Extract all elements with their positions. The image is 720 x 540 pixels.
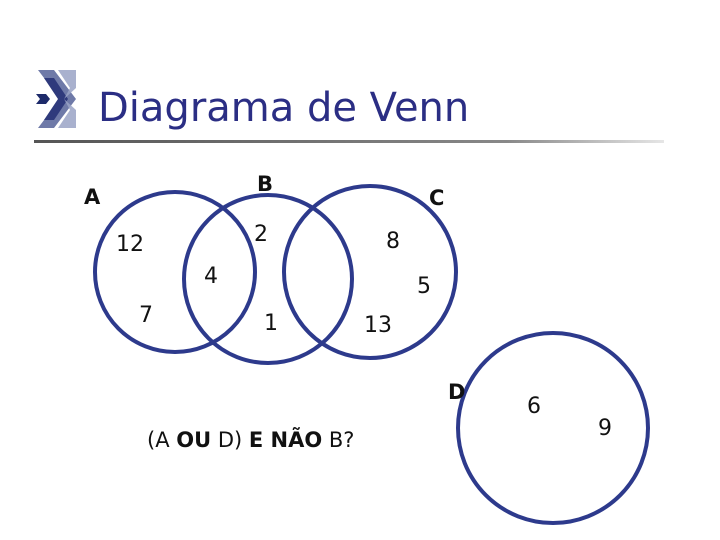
set-a-circle (93, 190, 257, 354)
question-part-1: (A (147, 428, 177, 452)
slide-title: Diagrama de Venn (98, 85, 470, 131)
value-c-only-top: 8 (386, 229, 400, 254)
question-operator-and-not: E NÃO (248, 428, 323, 452)
set-b-circle (182, 193, 354, 365)
slide-logo-icon (36, 70, 76, 128)
set-a-label: A (84, 185, 101, 209)
title-divider (34, 140, 664, 143)
value-b-c: 1 (264, 311, 278, 336)
value-a-b: 4 (204, 264, 218, 289)
value-c-only-mid: 5 (417, 274, 431, 299)
set-c-label: C (429, 186, 445, 210)
question-text: (A OU D) E NÃO B? (147, 430, 354, 451)
value-a-only-top: 12 (116, 232, 144, 257)
set-d-circle (456, 331, 650, 525)
value-outside: 9 (598, 416, 612, 441)
set-c-circle (282, 184, 458, 360)
question-part-5: B? (322, 428, 355, 452)
value-a-only-bottom: 7 (139, 303, 153, 328)
set-d-label: D (448, 380, 466, 404)
set-b-label: B (257, 172, 274, 196)
value-b-only: 2 (254, 222, 268, 247)
value-c-only-bottom: 13 (364, 313, 392, 338)
value-d-inside: 6 (527, 394, 541, 419)
question-operator-or: OU (176, 428, 212, 452)
question-part-3: D) (211, 428, 249, 452)
